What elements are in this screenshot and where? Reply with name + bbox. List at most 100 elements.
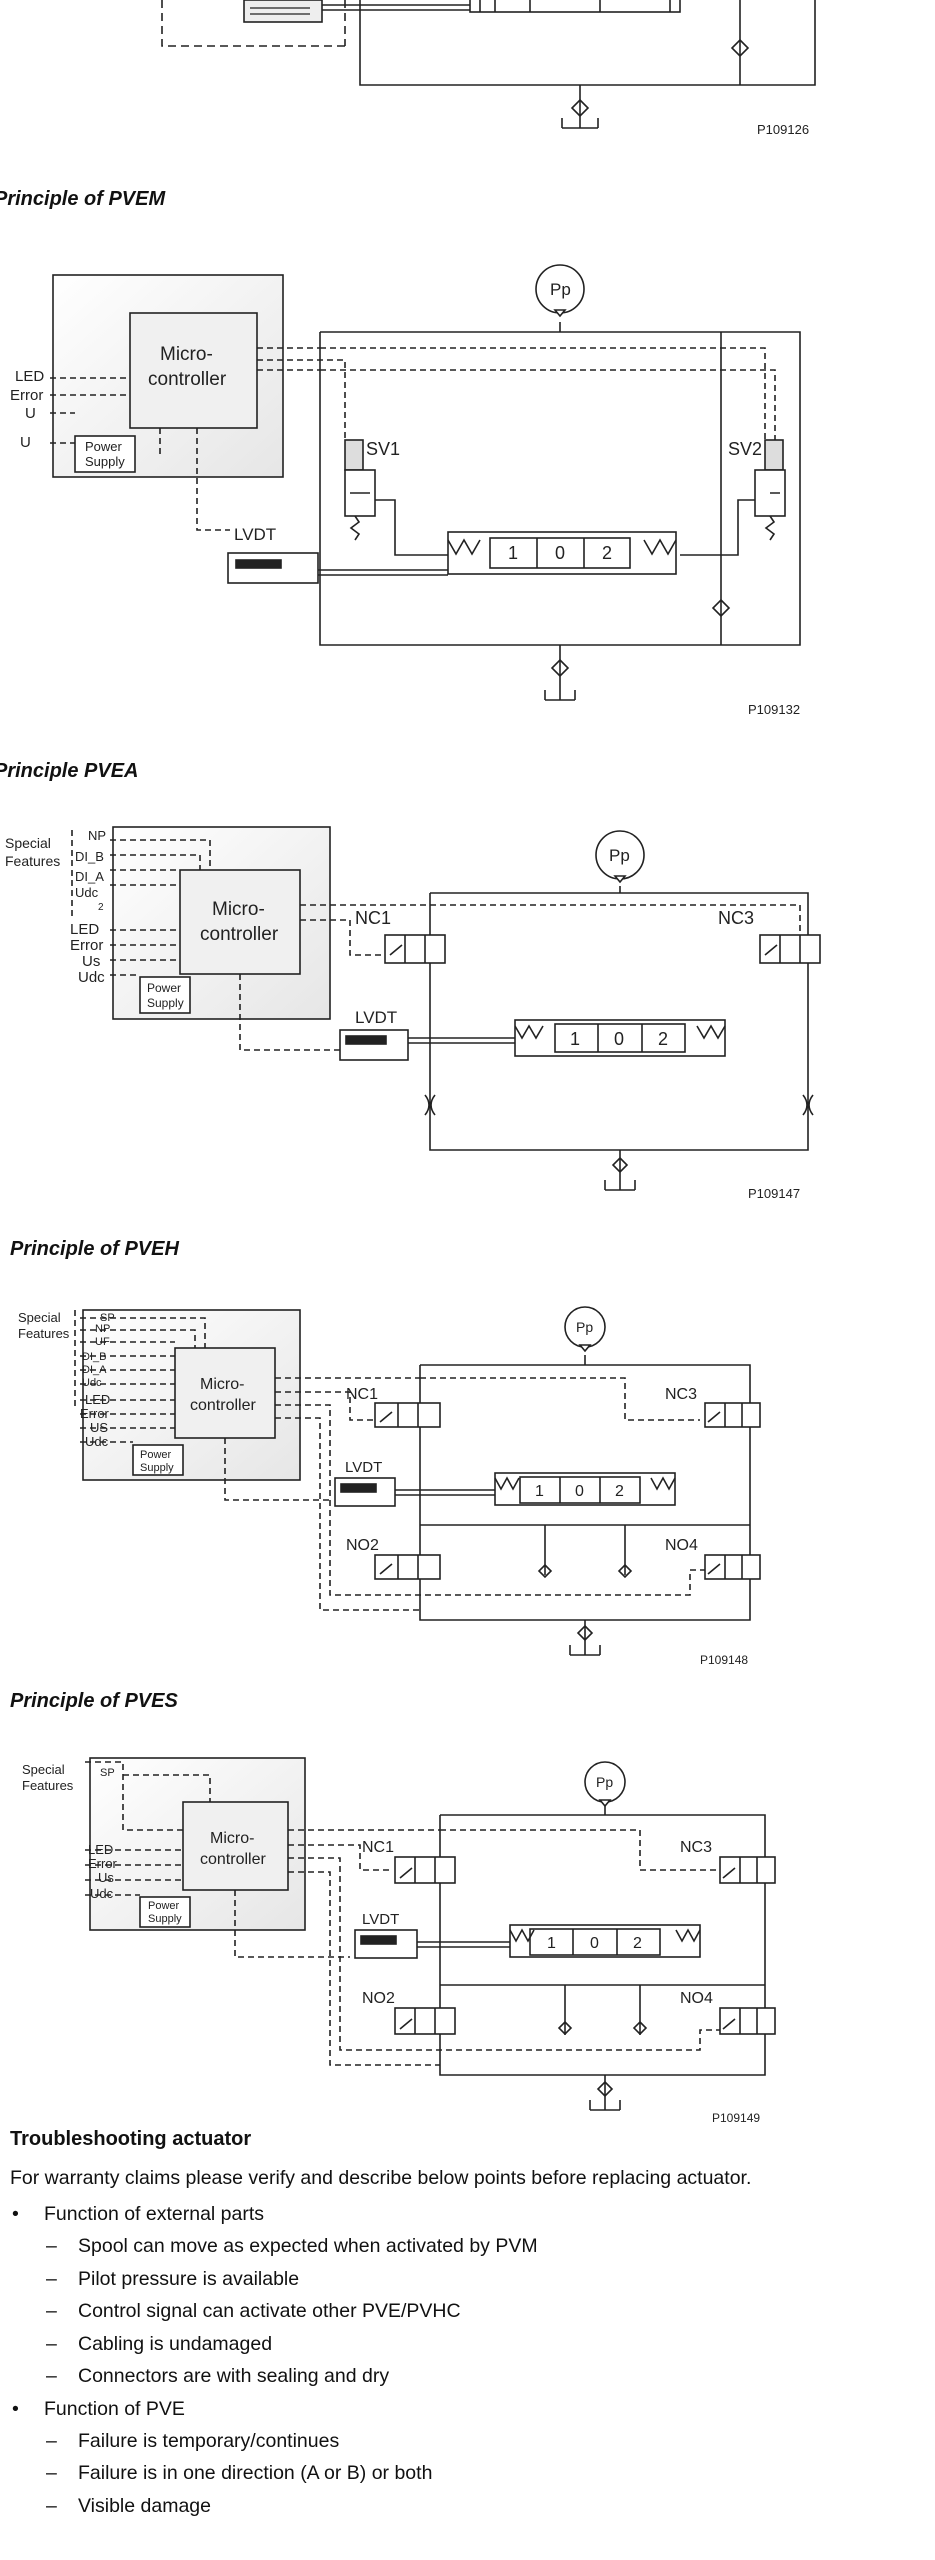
dia-label: DI_A bbox=[82, 1364, 107, 1376]
nc3-label: NC3 bbox=[680, 1839, 712, 1856]
section-title-pves: Principle of PVES bbox=[10, 1690, 178, 1712]
sp-label: SP bbox=[100, 1312, 115, 1324]
list-item: Visible damage bbox=[10, 2490, 910, 2523]
no2-label: NO2 bbox=[346, 1537, 379, 1554]
special-label: Special bbox=[18, 1310, 61, 1325]
pp-label: Pp bbox=[596, 1774, 613, 1790]
diagram-code: P109126 bbox=[757, 122, 809, 137]
led-label: LED bbox=[85, 1392, 110, 1407]
no2-label: NO2 bbox=[362, 1990, 395, 2007]
micro-label: Micro- bbox=[212, 899, 265, 920]
two-label: 2 bbox=[98, 902, 104, 913]
lvdt-label: LVDT bbox=[355, 1008, 397, 1027]
micro-label: Micro- bbox=[160, 344, 213, 365]
troubleshooting-list: Function of external parts Spool can mov… bbox=[10, 2198, 910, 2522]
supply-label: Supply bbox=[148, 1913, 182, 1925]
led-label: LED bbox=[15, 368, 44, 385]
position-0-label: 0 bbox=[555, 543, 565, 563]
udc2-label: Udc bbox=[82, 1377, 102, 1389]
error-label: Error bbox=[10, 387, 43, 404]
diagram-code: P109148 bbox=[700, 1653, 748, 1667]
position-0-label: 0 bbox=[614, 1029, 624, 1049]
features-label: Features bbox=[18, 1326, 70, 1341]
list-item: Failure is in one direction (A or B) or … bbox=[10, 2457, 910, 2490]
no4-label: NO4 bbox=[680, 1990, 713, 2007]
section-title-pvea: Principle PVEA bbox=[0, 760, 139, 782]
pvem-diagram: Micro- controller LED Error U U Power Su… bbox=[10, 264, 801, 717]
troubleshooting-heading: Troubleshooting actuator bbox=[10, 2128, 252, 2150]
list-item: Cabling is undamaged bbox=[10, 2328, 910, 2361]
us-label: Us bbox=[82, 953, 100, 970]
udc2-label: Udc bbox=[75, 885, 99, 900]
power-label: Power bbox=[147, 981, 181, 995]
list-item: Function of external parts bbox=[10, 2198, 910, 2230]
position-1-label: 1 bbox=[570, 1029, 580, 1049]
pp-label: Pp bbox=[609, 846, 630, 865]
controller-label: controller bbox=[190, 1397, 256, 1414]
sv2-label: SV2 bbox=[728, 439, 762, 459]
error-label: Error bbox=[88, 1856, 118, 1871]
supply-label: Supply bbox=[140, 1462, 174, 1474]
us-label: Us bbox=[98, 1870, 114, 1885]
nc3-label: NC3 bbox=[718, 908, 754, 928]
micro-label: Micro- bbox=[200, 1376, 244, 1393]
position-2-label: 2 bbox=[633, 1935, 642, 1952]
micro-label: Micro- bbox=[210, 1830, 254, 1847]
lvdt-label: LVDT bbox=[345, 1459, 382, 1476]
position-1-label: 1 bbox=[547, 1935, 556, 1952]
position-2-label: 2 bbox=[602, 543, 612, 563]
list-item: Failure is temporary/continues bbox=[10, 2425, 910, 2458]
list-item: Function of PVE bbox=[10, 2393, 910, 2425]
sp-label: SP bbox=[100, 1767, 115, 1779]
diagram-code: P109132 bbox=[748, 702, 800, 717]
top-partial-diagram: P109126 bbox=[161, 0, 816, 137]
udc-label: U bbox=[20, 434, 31, 451]
no4-label: NO4 bbox=[665, 1537, 698, 1554]
list-item: Connectors are with sealing and dry bbox=[10, 2360, 910, 2393]
troubleshooting-section: Troubleshooting actuator For warranty cl… bbox=[10, 2128, 910, 2522]
troubleshooting-intro: For warranty claims please verify and de… bbox=[10, 2167, 752, 2189]
controller-label: controller bbox=[148, 369, 227, 390]
position-1-label: 1 bbox=[535, 1483, 544, 1500]
pves-diagram: Special Features SP Micro- controller LE… bbox=[22, 1757, 776, 2125]
error-label: Error bbox=[70, 937, 103, 954]
dib-label: DI_B bbox=[75, 849, 104, 864]
error-label: Error bbox=[80, 1406, 110, 1421]
nc3-label: NC3 bbox=[665, 1386, 697, 1403]
uf-label: UF bbox=[95, 1336, 110, 1348]
features-label: Features bbox=[22, 1778, 74, 1793]
position-0-label: 0 bbox=[575, 1483, 584, 1500]
pveh-diagram: Special Features SP NP UF DI_B DI_A Udc … bbox=[18, 1306, 761, 1667]
special-label: Special bbox=[5, 835, 51, 851]
controller-label: controller bbox=[200, 924, 279, 945]
position-0-label: 0 bbox=[590, 1935, 599, 1952]
position-1-label: 1 bbox=[508, 543, 518, 563]
section-title-pveh: Principle of PVEH bbox=[10, 1238, 179, 1260]
supply-label: Supply bbox=[147, 996, 184, 1010]
list-item: Control signal can activate other PVE/PV… bbox=[10, 2295, 910, 2328]
led-label: LED bbox=[88, 1842, 113, 1857]
udc-label: Udc bbox=[90, 1886, 114, 1901]
np-label: NP bbox=[88, 828, 106, 843]
list-item: Pilot pressure is available bbox=[10, 2263, 910, 2296]
pp-label: Pp bbox=[550, 280, 571, 299]
diagram-code: P109147 bbox=[748, 1186, 800, 1201]
power-label: Power bbox=[85, 439, 123, 454]
nc1-label: NC1 bbox=[346, 1386, 378, 1403]
us-label: U bbox=[25, 405, 36, 422]
sv1-label: SV1 bbox=[366, 439, 400, 459]
nc1-label: NC1 bbox=[355, 908, 391, 928]
udc-label: Udc bbox=[85, 1434, 109, 1449]
position-2-label: 2 bbox=[615, 1483, 624, 1500]
lvdt-label: LVDT bbox=[234, 525, 276, 544]
section-title-pvem: Principle of PVEM bbox=[0, 188, 166, 210]
power-label: Power bbox=[140, 1449, 172, 1461]
special-label: Special bbox=[22, 1762, 65, 1777]
np-label: NP bbox=[95, 1323, 110, 1335]
list-item: Spool can move as expected when activate… bbox=[10, 2230, 910, 2263]
dia-label: DI_A bbox=[75, 869, 104, 884]
pvea-diagram: Special Features NP DI_B DI_A Udc 2 Micr… bbox=[5, 826, 821, 1201]
dib-label: DI_B bbox=[82, 1351, 106, 1363]
us-label: US bbox=[90, 1420, 108, 1435]
supply-label: Supply bbox=[85, 454, 125, 469]
